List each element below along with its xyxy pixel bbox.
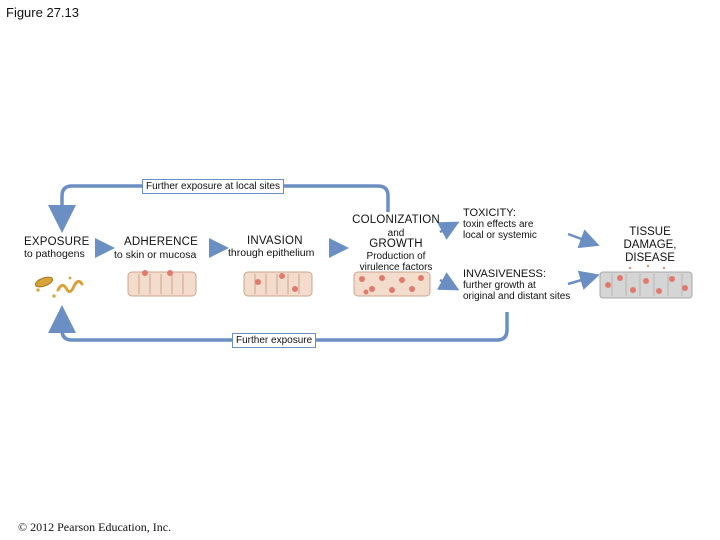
invasion-subtitle: through epithelium	[228, 247, 315, 259]
colonization-production-line1: Production of	[366, 251, 426, 262]
invasiveness-title: INVASIVENESS:	[463, 268, 546, 280]
colonization-block: COLONIZATION and GROWTH Production of vi…	[344, 214, 448, 273]
colonization-production-line2: virulence factors	[359, 262, 433, 273]
colonization-growth: GROWTH	[369, 238, 423, 250]
arrow-colonization-toxicity	[437, 221, 460, 240]
adherence-tissue-illustration	[127, 270, 197, 297]
invasiveness-block: INVASIVENESS: further growth at original…	[463, 268, 570, 302]
arrow-colonization-invasiveness	[437, 272, 460, 291]
outcome-line2: DAMAGE,	[623, 239, 677, 251]
exposure-title: EXPOSURE	[24, 236, 90, 248]
toxicity-line2: local or systemic	[463, 230, 537, 241]
toxicity-title: TOXICITY:	[463, 207, 516, 219]
figure-title: Figure 27.13	[6, 5, 79, 20]
adherence-title: ADHERENCE	[124, 236, 199, 248]
outcome-line1: TISSUE	[629, 226, 671, 238]
pathogens-illustration	[34, 276, 84, 298]
outcome-block: TISSUE DAMAGE, DISEASE	[612, 226, 688, 265]
invasiveness-line2: original and distant sites	[463, 291, 571, 302]
copyright-notice: © 2012 Pearson Education, Inc.	[18, 520, 172, 534]
adherence-subtitle: to skin or mucosa	[114, 249, 197, 261]
arrow-toxicity-outcome	[567, 229, 600, 249]
invasiveness-line1: further growth at	[463, 280, 536, 291]
exposure-subtitle: to pathogens	[24, 248, 85, 260]
damaged-tissue-illustration	[599, 264, 693, 299]
outcome-line3: DISEASE	[625, 252, 675, 264]
toxicity-line1: toxin effects are	[463, 219, 534, 230]
toxicity-block: TOXICITY: toxin effects are local or sys…	[463, 207, 537, 241]
arrow-invasiveness-outcome	[567, 270, 600, 290]
colonization-title: COLONIZATION	[352, 214, 440, 226]
colonization-and: and	[387, 228, 405, 239]
invasion-tissue-illustration	[243, 271, 313, 297]
bottom-loop-label: Further exposure	[232, 333, 317, 348]
invasion-title: INVASION	[247, 235, 303, 247]
colonization-tissue-illustration	[353, 271, 431, 297]
top-loop-label: Further exposure at local sites	[142, 179, 284, 194]
